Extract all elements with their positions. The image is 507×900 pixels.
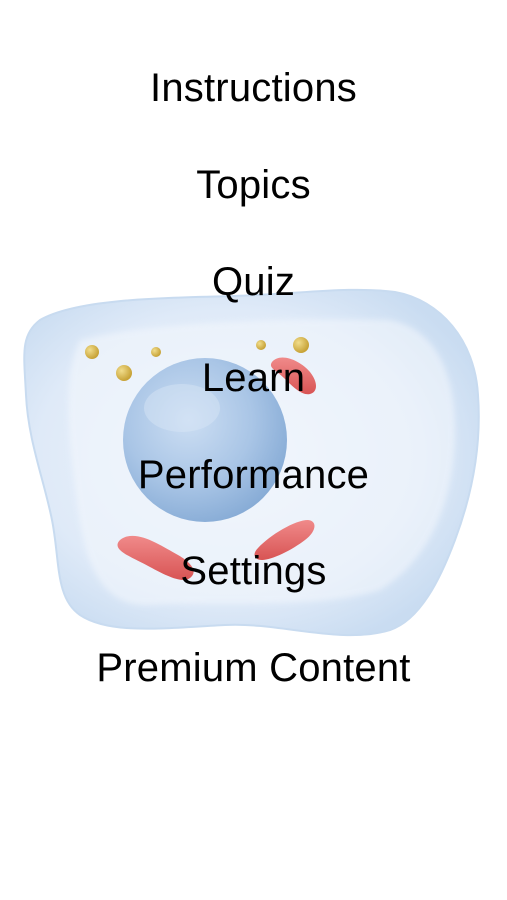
menu-item-settings[interactable]: Settings bbox=[180, 549, 327, 593]
menu-item-learn[interactable]: Learn bbox=[201, 356, 306, 400]
menu-item-topics[interactable]: Topics bbox=[196, 163, 311, 207]
menu-item-performance[interactable]: Performance bbox=[137, 453, 370, 497]
menu-item-instructions[interactable]: Instructions bbox=[150, 66, 357, 110]
menu-item-quiz[interactable]: Quiz bbox=[211, 260, 296, 304]
menu-item-premium-content[interactable]: Premium Content bbox=[96, 646, 411, 690]
